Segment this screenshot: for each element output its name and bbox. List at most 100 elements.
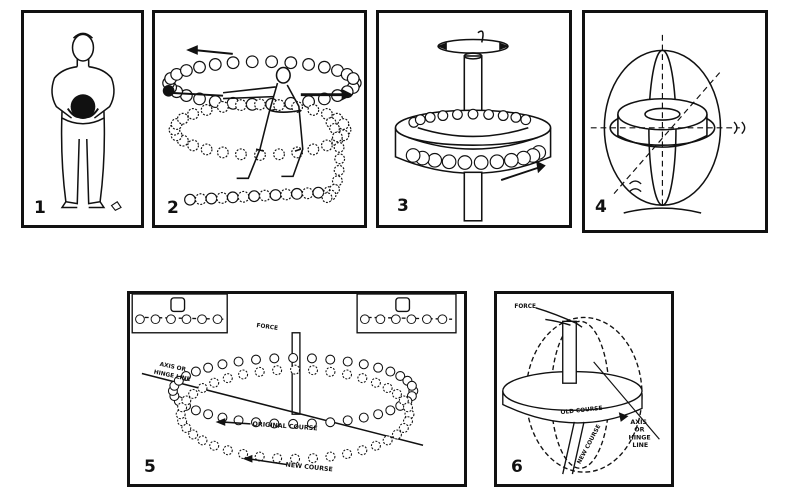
ball	[405, 148, 421, 163]
ball	[216, 101, 229, 113]
ball	[357, 373, 368, 384]
ball	[184, 193, 196, 206]
original-course-label: ORIGINAL COURSE	[252, 421, 318, 433]
ball	[288, 352, 299, 363]
ball	[451, 109, 463, 120]
ball	[503, 152, 519, 168]
ball	[516, 150, 531, 166]
ball	[373, 362, 384, 373]
ball	[166, 314, 176, 325]
ball	[181, 395, 192, 406]
ball	[406, 380, 417, 391]
ball	[197, 383, 208, 394]
ball	[280, 188, 293, 201]
ball	[325, 354, 336, 365]
ball	[269, 418, 280, 429]
ball	[497, 110, 509, 122]
ball	[273, 99, 285, 112]
panel-3: 3	[376, 10, 572, 228]
disc-force-illustration: FORCE OLD COURSE NEW COURSE AXIS OR HING…	[502, 304, 660, 475]
ball	[308, 453, 318, 464]
axis-label-line2: OR	[634, 427, 644, 434]
ball	[226, 56, 240, 70]
panel-2: 2	[152, 10, 367, 228]
ball	[222, 373, 233, 384]
ball	[342, 448, 353, 459]
ball	[373, 409, 384, 420]
ball	[307, 143, 320, 156]
ball	[237, 190, 250, 203]
ball	[200, 104, 213, 116]
ball	[437, 110, 449, 122]
ball	[188, 429, 199, 440]
ball	[301, 187, 314, 200]
ball	[427, 152, 443, 168]
ball	[489, 154, 505, 170]
spinning-ring-on-shaft-illustration	[394, 30, 552, 222]
ball	[441, 154, 457, 170]
ball	[325, 417, 336, 428]
ball	[483, 109, 495, 120]
ball	[342, 356, 353, 367]
ball	[216, 192, 229, 204]
ball	[190, 366, 201, 377]
ball	[357, 445, 368, 456]
ball	[290, 187, 303, 200]
ball	[194, 193, 207, 206]
panel-number: 4	[595, 197, 607, 217]
ball	[302, 58, 316, 71]
ball	[342, 369, 353, 380]
panel-number: 2	[167, 198, 179, 218]
ball	[135, 314, 145, 325]
ball	[238, 448, 249, 459]
ball	[235, 148, 247, 161]
ball	[269, 189, 282, 201]
man-swinging-balls-illustration	[162, 45, 362, 206]
panel-number: 5	[144, 457, 156, 477]
ball	[334, 153, 346, 165]
ball	[337, 118, 350, 130]
ball	[217, 359, 228, 370]
ball	[331, 131, 343, 143]
force-label: FORCE	[514, 304, 536, 310]
ball	[358, 359, 369, 370]
ball	[193, 60, 206, 74]
ball	[254, 366, 265, 377]
ball	[414, 114, 426, 126]
ball	[203, 362, 214, 373]
new-course-label: NEW COURSE	[577, 424, 603, 465]
ball	[391, 388, 402, 399]
ball	[382, 383, 393, 394]
ball	[424, 111, 436, 123]
ball	[329, 122, 340, 134]
panel-6: FORCE OLD COURSE NEW COURSE AXIS OR HING…	[494, 291, 674, 487]
ball	[346, 72, 360, 85]
ball	[209, 440, 220, 451]
ball	[200, 143, 213, 156]
panel-number: 3	[397, 196, 409, 216]
ball	[342, 415, 353, 426]
ball	[208, 58, 222, 71]
ball	[272, 453, 283, 464]
ball	[473, 155, 489, 170]
ball	[288, 418, 299, 429]
ball	[317, 60, 331, 74]
ball	[422, 314, 432, 325]
ball	[391, 314, 401, 325]
panel-number: 6	[511, 457, 523, 477]
ball	[197, 314, 207, 325]
ball	[358, 412, 369, 423]
ball	[403, 402, 413, 413]
ball	[150, 314, 161, 325]
course-change-illustration: FORCE AXIS OR HINGE LINE ORIGINAL COURSE…	[131, 294, 457, 474]
ball	[245, 55, 259, 69]
ball	[325, 451, 336, 462]
panel-4: 4	[582, 10, 768, 233]
ball	[520, 114, 532, 126]
ball	[272, 365, 283, 376]
ball	[269, 353, 280, 364]
ball	[306, 418, 317, 429]
force-label: FORCE	[256, 323, 278, 332]
ball	[226, 191, 239, 204]
ball	[254, 98, 266, 111]
